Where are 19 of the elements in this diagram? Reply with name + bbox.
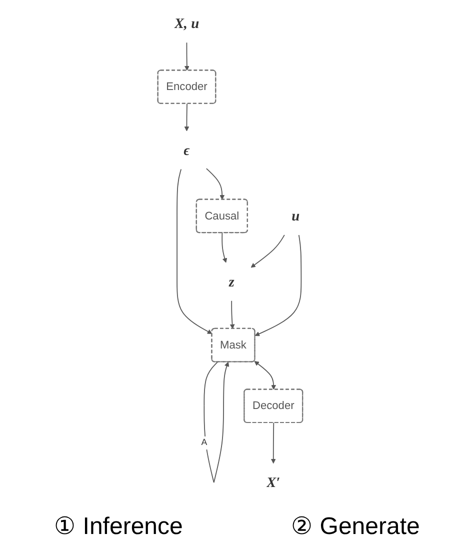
node-text: z [228,274,234,290]
arrow [176,168,212,334]
arrow [250,234,285,268]
arrow [184,103,190,132]
arrow [184,42,190,71]
node-text: X, u [174,15,200,32]
stage-label: ① Inference [54,512,183,541]
arrow [230,300,235,329]
flow-diagram: A X, u Encoder ϵ Causal u z Mask Decoder X′ [0,0,474,506]
arrow [222,232,228,263]
stage-label: ② Generate [291,512,420,541]
node-text: ϵ [184,142,190,158]
arrow [254,234,302,336]
arrow [270,422,276,464]
arrow [204,362,230,483]
node-text: u [292,208,300,224]
arrow [254,361,276,390]
arrow [206,168,225,200]
node-text: X′ [266,474,280,491]
